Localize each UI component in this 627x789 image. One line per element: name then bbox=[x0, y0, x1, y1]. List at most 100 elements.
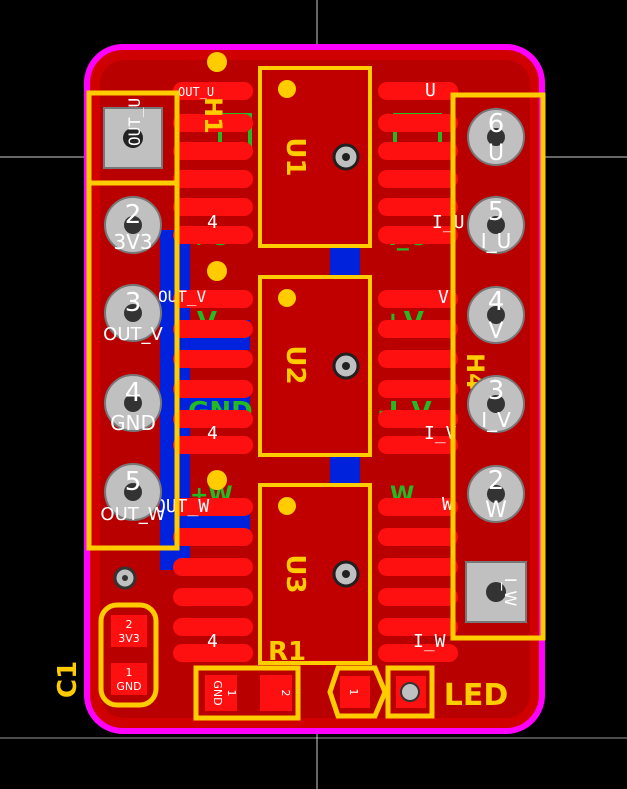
pad-net: GND bbox=[116, 680, 141, 693]
pin-net: I_V bbox=[481, 408, 511, 432]
pad-label: OUT_W bbox=[155, 496, 209, 517]
pin1-marker-icon bbox=[278, 80, 296, 98]
led-outline bbox=[327, 665, 388, 719]
pin-number: 3 bbox=[125, 288, 142, 318]
capacitor-designator: C1 bbox=[53, 661, 83, 698]
pin-hole-icon bbox=[124, 216, 142, 234]
via-hole-icon bbox=[342, 153, 350, 161]
sensor-u3-designator: U3 bbox=[280, 554, 310, 593]
pin1-dot-icon bbox=[207, 261, 227, 281]
via-hole-icon bbox=[342, 362, 350, 370]
connector-right-pin-5[interactable]: 5 I_U bbox=[467, 196, 525, 254]
pin-hole-icon bbox=[124, 483, 142, 501]
connector-left-pin-3[interactable]: 3 OUT_V bbox=[103, 284, 164, 345]
sensor-u1[interactable]: U1 bbox=[258, 66, 372, 248]
pad-net-labels: OUT_U 4 U I_U OUT_V 4 V I_V OUT_W 4 W I_… bbox=[155, 80, 465, 652]
pad-label: 4 bbox=[207, 631, 218, 652]
pin-hole-icon bbox=[487, 306, 505, 324]
pin1-dot-icon bbox=[207, 470, 227, 490]
sensor-u3[interactable]: U3 bbox=[258, 483, 372, 665]
capacitor-pad-2[interactable] bbox=[111, 615, 147, 647]
pin-net: U bbox=[488, 141, 504, 166]
pad-label: 4 bbox=[207, 423, 218, 444]
resistor-pad-2[interactable] bbox=[260, 675, 292, 711]
pad-number: 1 bbox=[225, 690, 238, 697]
connector-right-pin-1[interactable]: I_W bbox=[465, 561, 527, 623]
pin-net: W bbox=[485, 498, 507, 523]
via-hole-icon bbox=[342, 570, 350, 578]
via-hole-icon bbox=[122, 575, 128, 581]
pin1-marker-icon bbox=[278, 497, 296, 515]
led[interactable]: 1 LED bbox=[327, 665, 509, 719]
resistor-outline bbox=[193, 665, 301, 721]
sensor-u2[interactable]: U2 bbox=[258, 275, 372, 457]
connector-left-pin-5[interactable]: 5 OUT_W bbox=[100, 463, 166, 525]
sensor-u2-designator: U2 bbox=[280, 345, 310, 384]
pad-net: GND bbox=[211, 680, 224, 705]
connector-right-pin-2[interactable]: 2 W bbox=[467, 465, 525, 523]
connector-left-outline bbox=[86, 180, 180, 551]
pin-number: 4 bbox=[125, 378, 142, 408]
connector-right[interactable]: H4 6 U 5 I_U 4 V 3 I_V 2 bbox=[450, 92, 546, 641]
capacitor-pad-1[interactable] bbox=[111, 663, 147, 695]
pin-hole-icon bbox=[487, 216, 505, 234]
pin-number: 3 bbox=[488, 376, 505, 406]
pad-label: 4 bbox=[207, 212, 218, 233]
sensor-u1-designator: U1 bbox=[280, 137, 310, 176]
pin1-marker-icon bbox=[278, 289, 296, 307]
pin-net: OUT_U bbox=[125, 98, 144, 146]
pin-net: V bbox=[488, 319, 503, 344]
pad-label: I_W bbox=[413, 631, 446, 652]
pad-label: U bbox=[425, 80, 436, 101]
pad-label: I_U bbox=[432, 212, 465, 233]
pin-hole-icon bbox=[486, 582, 506, 602]
pad-number: 1 bbox=[126, 666, 133, 679]
resistor-r1[interactable]: R1 GND 1 2 bbox=[193, 637, 306, 721]
connector-left[interactable]: OUT_U 2 3V3 3 OUT_V 4 GND 5 OUT_W bbox=[86, 90, 180, 551]
pin-net: GND bbox=[110, 411, 156, 435]
pad-number: 1 bbox=[347, 689, 360, 696]
led-marker-outline bbox=[385, 665, 435, 719]
pin-number: 2 bbox=[125, 200, 142, 230]
pin-hole-icon bbox=[123, 128, 143, 148]
pad-label: OUT_V bbox=[158, 287, 207, 306]
connector-right-pin-6[interactable]: 6 U bbox=[467, 108, 525, 166]
pad-label: W bbox=[442, 494, 453, 515]
connector-left-pin-2[interactable]: 2 3V3 bbox=[104, 196, 162, 254]
capacitor-outline bbox=[98, 602, 159, 708]
pin-hole-icon bbox=[487, 128, 505, 146]
pin-net: OUT_V bbox=[103, 324, 163, 345]
pad-label: OUT_U bbox=[178, 85, 214, 99]
pin-hole-icon bbox=[487, 485, 505, 503]
pin-net: OUT_W bbox=[100, 504, 165, 525]
resistor-designator: R1 bbox=[268, 637, 306, 667]
sensor-u3-outline bbox=[258, 483, 372, 665]
sensor-pads bbox=[173, 82, 458, 662]
resistor-pad-1[interactable] bbox=[205, 675, 237, 711]
pin1-dot-icon bbox=[207, 52, 227, 72]
pad-label: V bbox=[438, 287, 449, 308]
pad-label: I_V bbox=[424, 423, 457, 444]
pin-hole-icon bbox=[124, 394, 142, 412]
connector-left-designator: H1 bbox=[199, 97, 227, 134]
pin-net: I_W bbox=[500, 578, 520, 607]
pin-hole-icon bbox=[487, 395, 505, 413]
pad-number: 2 bbox=[126, 618, 133, 631]
led-pad-1[interactable] bbox=[340, 676, 370, 708]
pin-number: 2 bbox=[488, 466, 505, 496]
pad-net: 3V3 bbox=[118, 632, 140, 645]
connector-left-pin-4[interactable]: 4 GND bbox=[104, 374, 162, 435]
connector-right-pin-3[interactable]: 3 I_V bbox=[467, 375, 525, 433]
pin-hole-icon bbox=[124, 304, 142, 322]
led-designator: LED bbox=[444, 678, 509, 713]
pin-number: 6 bbox=[488, 109, 505, 139]
capacitor-c1[interactable]: 2 3V3 1 GND C1 bbox=[53, 602, 159, 708]
pin-net: I_U bbox=[481, 229, 512, 253]
connector-right-pin-4[interactable]: 4 V bbox=[467, 286, 525, 344]
pad-number: 2 bbox=[279, 690, 292, 697]
pin-number: 4 bbox=[488, 287, 505, 317]
pin-number: 5 bbox=[125, 467, 142, 497]
connector-right-outline bbox=[450, 92, 546, 641]
pin-number: 5 bbox=[488, 197, 505, 227]
